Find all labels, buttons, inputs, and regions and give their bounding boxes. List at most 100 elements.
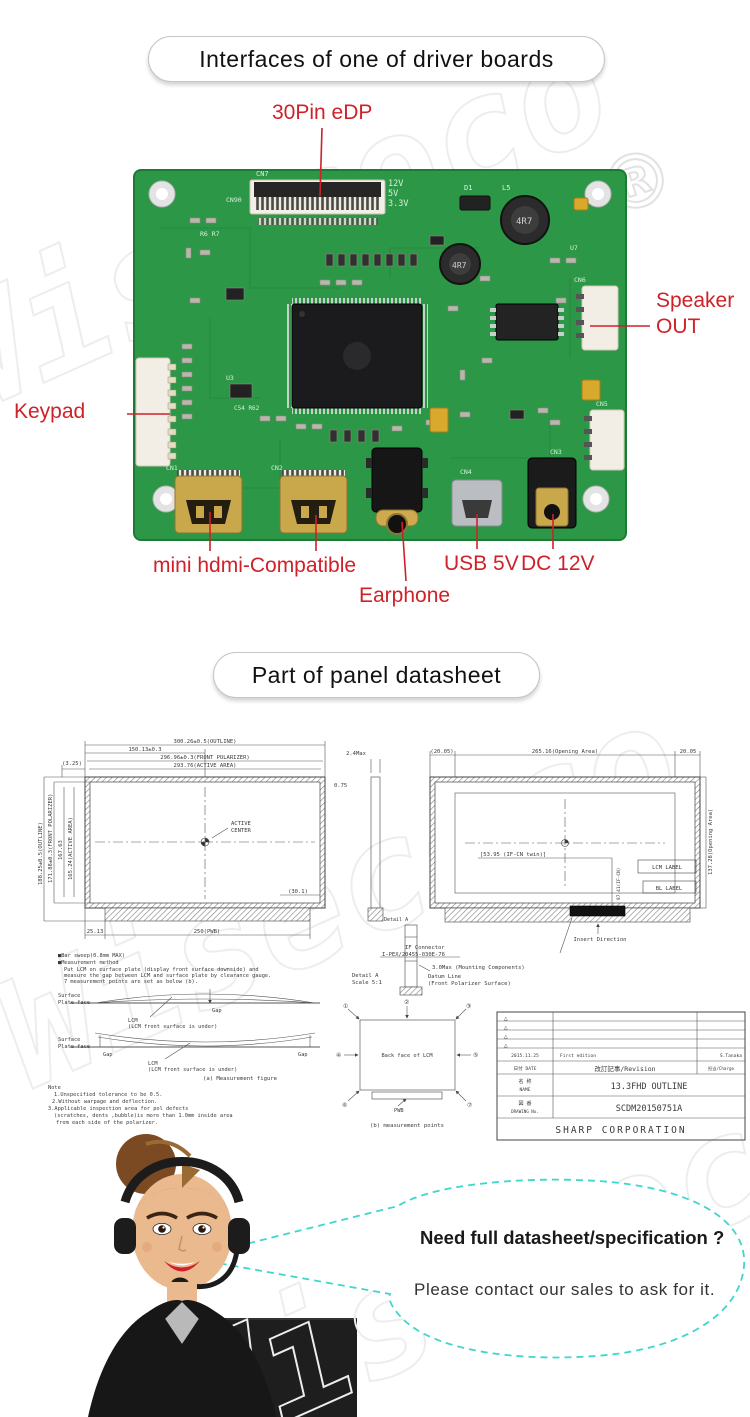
- svg-text:PWB: PWB: [394, 1108, 404, 1114]
- label-mini-hdmi: mini hdmi-Compatible: [153, 554, 357, 577]
- contact-answer: Please contact our sales to ask for it.: [414, 1280, 716, 1299]
- svg-text:Datum Line: Datum Line: [428, 974, 461, 980]
- svg-text:IF Connector: IF Connector: [405, 945, 445, 951]
- svg-text:L5: L5: [502, 184, 510, 192]
- speech-bubble: [189, 1178, 745, 1359]
- section-title-interfaces: Interfaces of one of driver boards: [148, 36, 605, 82]
- svg-text:250(PWB): 250(PWB): [194, 929, 221, 935]
- svg-text:U7: U7: [570, 244, 578, 252]
- svg-text:1.Unspecified tolerance to be: 1.Unspecified tolerance to be 0.5.: [54, 1092, 162, 1098]
- label-30pin-edp: 30Pin eDP: [272, 101, 373, 124]
- mini-hdmi-port-2: CN2: [271, 464, 348, 534]
- svg-text:Surface: Surface: [58, 1037, 80, 1043]
- svg-text:137.28(Opening Area): 137.28(Opening Area): [708, 809, 714, 875]
- svg-text:LCM: LCM: [148, 1061, 158, 1067]
- cn5-connector: CN5: [584, 400, 625, 471]
- svg-text:300.26±0.5(OUTLINE): 300.26±0.5(OUTLINE): [174, 739, 237, 745]
- svg-text:日付 DATE: 日付 DATE: [513, 1065, 536, 1072]
- svg-text:Surface: Surface: [58, 993, 80, 999]
- svg-text:U3: U3: [226, 374, 234, 382]
- svg-text:Put LCM on surface plate (disp: Put LCM on surface plate (display front …: [64, 967, 259, 973]
- svg-text:Back face of LCM: Back face of LCM: [381, 1053, 432, 1059]
- svg-text:担当/Charge: 担当/Charge: [708, 1065, 735, 1072]
- svg-text:Gap: Gap: [298, 1052, 308, 1058]
- inductor-4r7-2: 4R7: [439, 243, 481, 285]
- svg-text:3.3V: 3.3V: [388, 199, 408, 209]
- svg-text:CN2: CN2: [271, 464, 283, 472]
- inductor-4r7-1: 4R7: [500, 195, 550, 245]
- svg-text:Note: Note: [48, 1085, 61, 1091]
- svg-text:△: △: [504, 1033, 508, 1040]
- svg-text:CN3: CN3: [550, 448, 562, 456]
- section-title-datasheet-text: Part of panel datasheet: [251, 661, 502, 688]
- svg-text:名 称: 名 称: [518, 1078, 531, 1085]
- svg-text:CENTER: CENTER: [231, 828, 252, 834]
- svg-text:Scale 5:1: Scale 5:1: [352, 980, 382, 986]
- svg-text:(30.1): (30.1): [288, 889, 308, 895]
- label-dc-12v: DC 12V: [521, 552, 595, 575]
- driver-board-photo: CN7 CN90 12V 5V 3.3V D1 L5 4R7 4R7: [133, 169, 627, 541]
- svg-text:13.3FHD OUTLINE: 13.3FHD OUTLINE: [611, 1082, 688, 1092]
- svg-text:87.41(IF-CN): 87.41(IF-CN): [616, 867, 622, 900]
- svg-text:First edition: First edition: [560, 1053, 596, 1059]
- annotation-lines: [127, 127, 650, 582]
- section-title-datasheet: Part of panel datasheet: [213, 652, 540, 698]
- svg-text:167.63: 167.63: [58, 840, 64, 860]
- shirt: [164, 1302, 200, 1344]
- svg-text:SHARP CORPORATION: SHARP CORPORATION: [555, 1125, 686, 1136]
- svg-text:ACTIVE: ACTIVE: [231, 821, 251, 827]
- svg-text:CN4: CN4: [460, 468, 472, 476]
- label-speaker-line1: Speaker: [656, 289, 735, 312]
- svg-text:Detail A: Detail A: [352, 973, 379, 979]
- svg-text:D1: D1: [464, 184, 472, 192]
- section-title-interfaces-text: Interfaces of one of driver boards: [199, 45, 554, 72]
- svg-text:7 measurement points are set a: 7 measurement points are set as below (b…: [64, 979, 198, 985]
- svg-text:(LCM front surface is under): (LCM front surface is under): [128, 1024, 217, 1030]
- svg-text:NAME: NAME: [519, 1087, 530, 1093]
- svg-text:R6 R7: R6 R7: [200, 230, 220, 238]
- diode-d1: [459, 195, 491, 211]
- face: [132, 1174, 232, 1290]
- svg-text:296.96±0.3(FRONT POLARIZER): 296.96±0.3(FRONT POLARIZER): [160, 755, 249, 761]
- svg-text:(3.25): (3.25): [62, 761, 82, 767]
- svg-text:Insert Direction: Insert Direction: [574, 937, 627, 943]
- screw-holes: [148, 180, 612, 513]
- edp-connector: CN7 CN90: [226, 170, 386, 225]
- svg-text:CN6: CN6: [574, 276, 586, 284]
- svg-text:CN7: CN7: [256, 170, 269, 178]
- svg-text:LCM: LCM: [128, 1018, 138, 1024]
- dc-jack: CN3: [527, 448, 577, 529]
- speech-bubble-outline: [189, 1178, 745, 1359]
- svg-text:(Front Polarizer Surface): (Front Polarizer Surface): [428, 981, 511, 987]
- label-earphone: Earphone: [359, 584, 451, 607]
- svg-text:⑦: ⑦: [467, 1102, 472, 1109]
- svg-text:2.4Max: 2.4Max: [346, 751, 367, 757]
- label-speaker-line2: OUT: [656, 315, 701, 338]
- svg-text:4R7: 4R7: [516, 217, 532, 227]
- svg-text:188.25±0.5(OUTLINE): 188.25±0.5(OUTLINE): [38, 822, 44, 885]
- svg-text:図 番: 図 番: [518, 1100, 531, 1107]
- svg-text:C54 R62: C54 R62: [234, 405, 260, 412]
- svg-text:△: △: [504, 1024, 508, 1031]
- svg-text:CN1: CN1: [166, 464, 178, 472]
- svg-text:△: △: [504, 1015, 508, 1022]
- svg-text:⑤: ⑤: [473, 1052, 478, 1059]
- svg-text:3.Applicable inspection area f: 3.Applicable inspection area for pol def…: [48, 1106, 188, 1112]
- svg-text:S.Tanaka: S.Tanaka: [720, 1053, 742, 1059]
- svg-text:(b) measurement points: (b) measurement points: [370, 1123, 444, 1129]
- svg-text:150.13±0.3: 150.13±0.3: [128, 747, 161, 753]
- svg-text:BL LABEL: BL LABEL: [656, 886, 683, 892]
- svg-text:③: ③: [466, 1003, 471, 1010]
- svg-text:(LCM front surface is under): (LCM front surface is under): [148, 1067, 237, 1073]
- svg-text:(scratches, dents ,bubble)is m: (scratches, dents ,bubble)is more than 1…: [54, 1113, 233, 1119]
- svg-text:I-PEX/20455-030E-76: I-PEX/20455-030E-76: [382, 952, 445, 958]
- svg-text:Gap: Gap: [103, 1052, 113, 1058]
- headset-earcup-left: [114, 1218, 136, 1254]
- micro-usb-port: CN4: [451, 468, 503, 527]
- main-chip: [286, 298, 428, 414]
- svg-text:12V: 12V: [388, 179, 403, 189]
- svg-text:25.13: 25.13: [87, 929, 104, 935]
- passive-components: [181, 217, 577, 443]
- label-speaker-out: Speaker OUT: [656, 288, 734, 340]
